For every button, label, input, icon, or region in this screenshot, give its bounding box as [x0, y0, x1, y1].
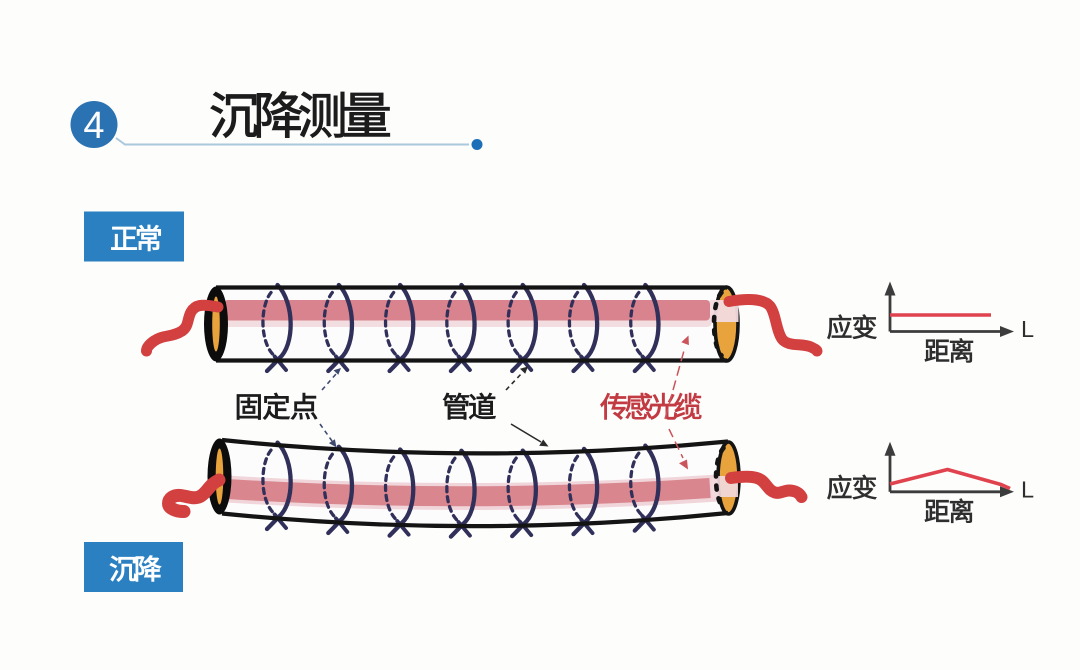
- svg-text:L: L: [1021, 476, 1034, 502]
- svg-text:L: L: [1021, 316, 1034, 342]
- svg-text:4: 4: [83, 105, 104, 147]
